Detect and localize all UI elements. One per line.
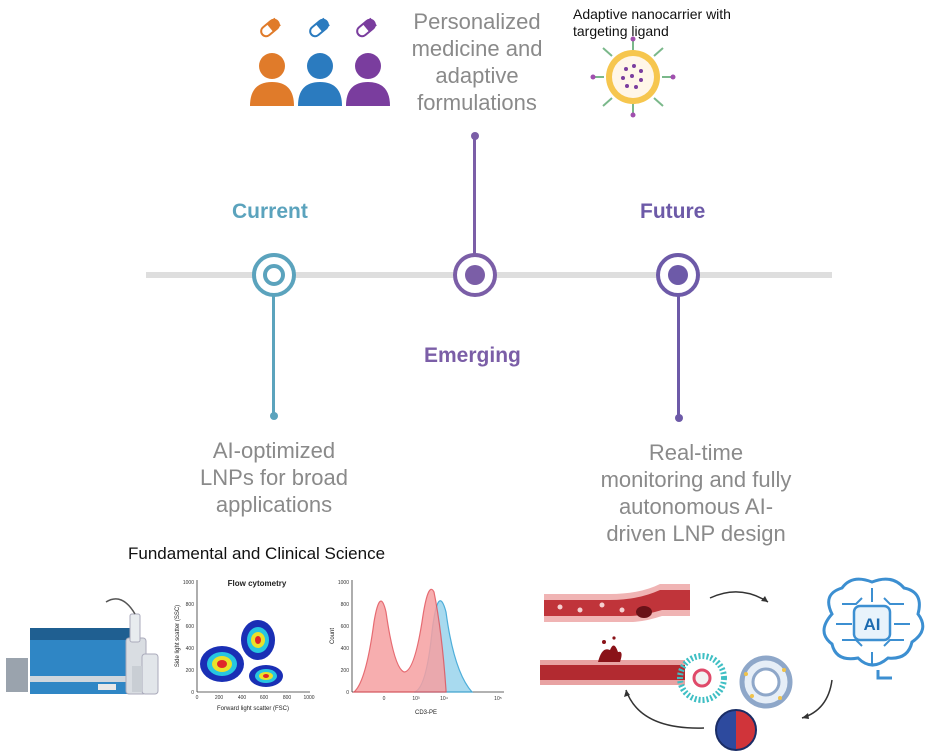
hist-y-tick: 200: [341, 668, 350, 674]
bottom-section-title: Fundamental and Clinical Science: [128, 544, 386, 563]
fc-y-tick: 0: [191, 690, 194, 696]
fc-y-tick: 600: [186, 624, 195, 630]
hist-x-tick: 10⁴: [440, 696, 448, 702]
fc-y-label: Side light scatter (SSC): [175, 605, 181, 667]
emerging-connector: [473, 136, 476, 256]
future-node: [656, 253, 700, 297]
current-connector: [272, 296, 275, 416]
micelle-particle: [677, 653, 727, 703]
hist-x-tick: 10³: [412, 696, 420, 702]
lnp-particle-icon: [677, 653, 793, 751]
pill-icon: [260, 17, 377, 38]
population-cluster-2: [241, 620, 275, 660]
nanocarrier-icon: [590, 36, 676, 118]
hist-x-label: CD3-PE: [415, 710, 437, 716]
future-label: Future: [640, 200, 706, 223]
hist-y-tick: 400: [341, 646, 350, 652]
fc-x-tick: 400: [238, 695, 247, 701]
ai-brain-icon: AI: [822, 577, 925, 680]
emerging-label: Emerging: [424, 344, 521, 367]
histogram-red-series: [352, 588, 447, 693]
emerging-connector-dot: [471, 132, 479, 140]
population-cluster-1: [200, 646, 244, 682]
hist-y-label: Count: [330, 628, 336, 644]
fc-x-tick: 800: [283, 695, 292, 701]
future-connector-dot: [675, 414, 683, 422]
future-description: Real-time monitoring and fully autonomou…: [600, 440, 792, 546]
fc-y-tick: 1000: [183, 580, 194, 586]
emerging-node: [453, 253, 497, 297]
person-purple-icon: [346, 53, 390, 106]
fc-y-tick: 800: [186, 602, 195, 608]
future-connector: [677, 296, 680, 416]
fc-x-tick: 600: [260, 695, 269, 701]
fc-x-tick: 200: [215, 695, 224, 701]
current-connector-dot: [270, 412, 278, 420]
current-description: AI-optimized LNPs for broad applications: [200, 438, 348, 517]
fc-x-tick: 0: [196, 695, 199, 701]
hist-x-tick: 10⁵: [494, 696, 502, 702]
lab-instrument-icon: [6, 598, 159, 695]
patients-illustration: [250, 17, 390, 106]
flow-cytometry-plot: Flow cytometry 0 200 400 600 800 1000 0 …: [175, 579, 315, 712]
hist-y-tick: 0: [346, 690, 349, 696]
hist-y-tick: 800: [341, 602, 350, 608]
person-orange-icon: [250, 53, 294, 106]
person-blue-icon: [298, 53, 342, 106]
population-cluster-3: [249, 665, 283, 687]
fc-x-tick: 1000: [303, 695, 314, 701]
ai-label: AI: [864, 615, 881, 634]
flow-cytometry-title: Flow cytometry: [228, 579, 287, 588]
current-node: [252, 253, 296, 297]
liposome-particle: [739, 655, 793, 709]
hist-y-tick: 600: [341, 624, 350, 630]
current-label: Current: [232, 200, 308, 223]
solid-lipid-particle: [715, 709, 757, 751]
nanocarrier-label: Adaptive nanocarrier with targeting liga…: [573, 6, 731, 39]
cycle-arrows: [624, 591, 833, 729]
fc-y-tick: 200: [186, 668, 195, 674]
fc-x-label: Forward light scatter (FSC): [217, 706, 289, 712]
cd3-histogram: 0 200 400 600 800 1000 0 10³ 10⁴ 10⁵ CD3…: [330, 580, 504, 716]
blood-vessel-icon: [540, 584, 690, 685]
emerging-description: Personalized medicine and adaptive formu…: [411, 9, 543, 115]
hist-x-tick: 0: [383, 696, 386, 702]
hist-y-tick: 1000: [338, 580, 349, 586]
fc-y-tick: 400: [186, 646, 195, 652]
